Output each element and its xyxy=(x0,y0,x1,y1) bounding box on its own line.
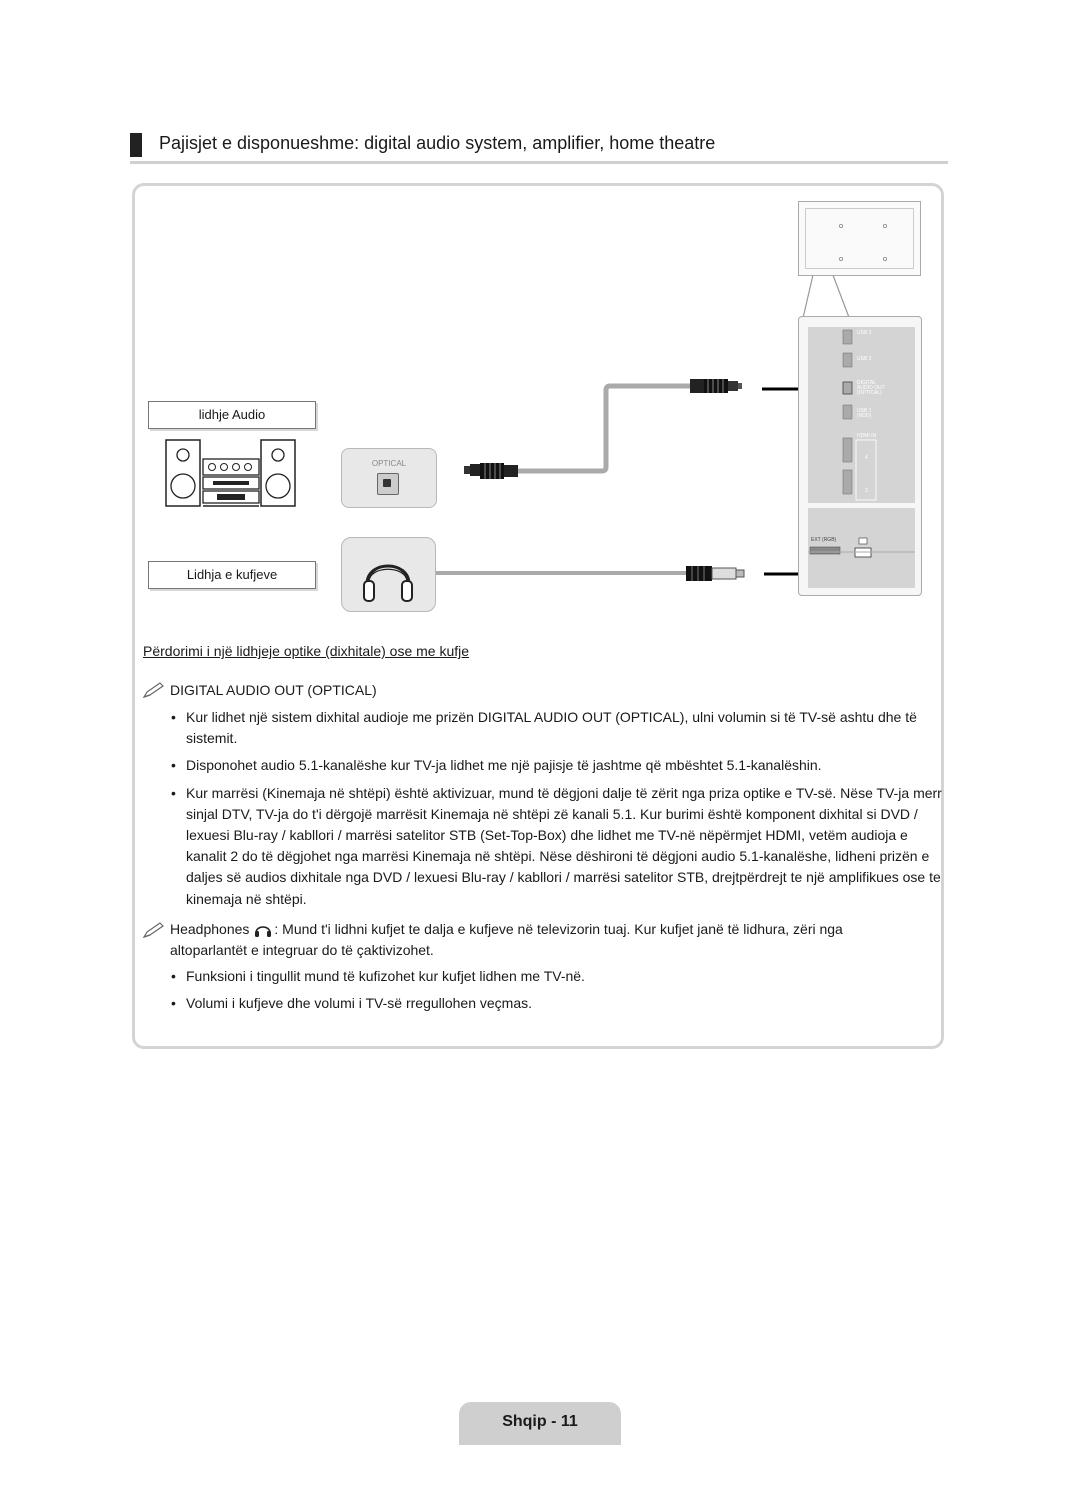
heading-marker xyxy=(130,133,142,157)
usage-subtitle: Përdorimi i një lidhjeje optike (dixhita… xyxy=(143,643,470,659)
port-label-digital-3: (OPTICAL) xyxy=(857,390,882,396)
port-label-ext: EXT (RGB) xyxy=(811,537,837,543)
pencil-note-icon xyxy=(142,921,164,938)
note-headphones-text-1: : Mund t'i lidhni kufjet te dalja e kufj… xyxy=(274,921,843,937)
note-headphones-list: Funksioni i tingullit mund të kufizohet … xyxy=(170,966,930,1020)
port-label-hdmi-4: 4 xyxy=(865,455,868,461)
optical-port-icon xyxy=(377,473,399,495)
port-label-hdmi-in: HDMI IN xyxy=(857,433,877,439)
headphones-panel xyxy=(341,537,436,612)
content-panel xyxy=(132,183,944,1049)
port-label-usb2: USB 2 xyxy=(857,356,872,362)
note-headphones-title: Headphones xyxy=(170,921,250,937)
optical-out-panel: OPTICAL xyxy=(341,448,437,508)
port-label-usb3: USB 3 xyxy=(857,330,872,336)
tv-inner-frame xyxy=(805,208,914,269)
port-label-digital-1: DIGITAL xyxy=(857,380,877,386)
list-item: Funksioni i tingullit mund të kufizohet … xyxy=(170,966,930,987)
note-digital-audio-title: DIGITAL AUDIO OUT (OPTICAL) xyxy=(142,681,377,699)
audio-connection-label: lidhje Audio xyxy=(148,401,316,429)
note-digital-audio-list: Kur lidhet një sistem dixhital audioje m… xyxy=(170,707,945,916)
headphone-connection-label: Lidhja e kufjeve xyxy=(148,561,316,589)
heading-text: Pajisjet e disponueshme: digital audio s… xyxy=(159,133,716,153)
note-headphones: Headphones : Mund t'i lidhni kufjet te d… xyxy=(142,919,902,961)
port-label-usb1: USB 1 xyxy=(857,408,872,414)
tv-mount-holes xyxy=(839,223,888,262)
tv-bottom-ports xyxy=(808,508,915,588)
list-item: Kur lidhet një sistem dixhital audioje m… xyxy=(170,707,945,749)
note-headphones-text-2: altoparlantët e integruar do të çaktiviz… xyxy=(170,942,434,959)
headphones-icon xyxy=(363,564,413,602)
list-item: Volumi i kufjeve dhe volumi i TV-së rreg… xyxy=(170,993,930,1014)
note-digital-audio-label: DIGITAL AUDIO OUT (OPTICAL) xyxy=(170,682,377,698)
pencil-note-icon xyxy=(142,682,164,699)
port-label-hdmi-3: 3 xyxy=(865,488,868,494)
page-footer: Shqip - 11 xyxy=(459,1402,621,1445)
audio-system-icon xyxy=(165,439,296,507)
headphone-small-icon xyxy=(255,925,272,937)
list-item: Kur marrësi (Kinemaja në shtëpi) është a… xyxy=(170,783,945,910)
port-label-digital-2: AUDIO OUT xyxy=(857,385,885,391)
port-label-hdd: (HDD) xyxy=(857,413,872,419)
tv-rear-outline xyxy=(798,201,921,276)
optical-label: OPTICAL xyxy=(371,459,407,468)
list-item: Disponohet audio 5.1-kanalëshe kur TV-ja… xyxy=(170,755,945,776)
section-heading: Pajisjet e disponueshme: digital audio s… xyxy=(130,131,948,164)
